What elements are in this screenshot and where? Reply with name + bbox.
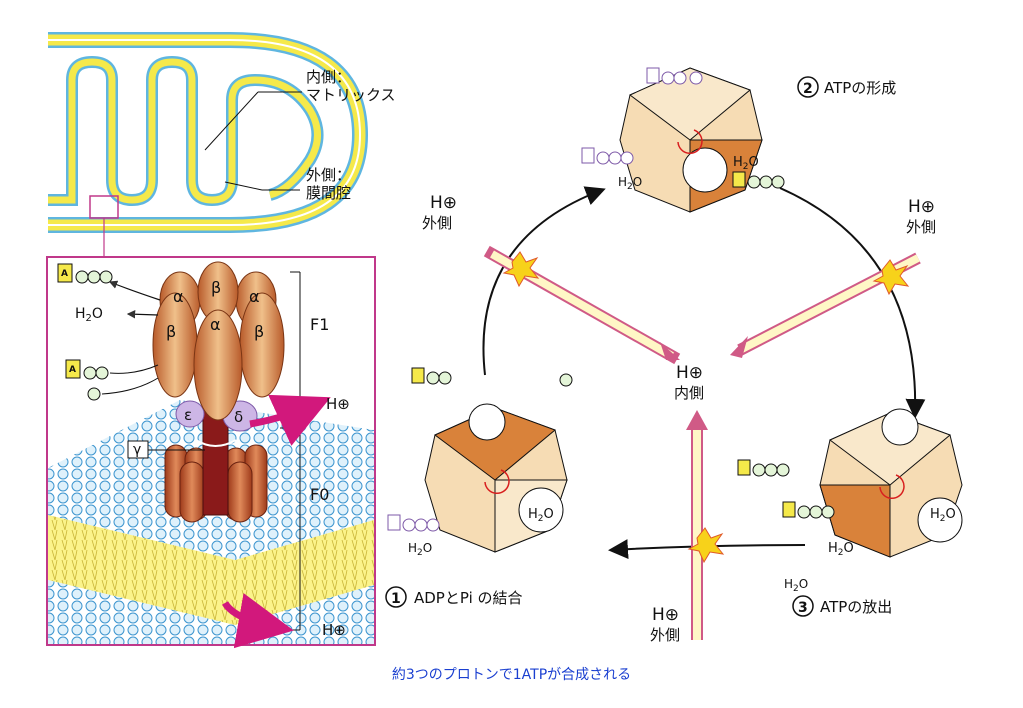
gamma-label: γ xyxy=(133,442,141,458)
state2-atp-bound xyxy=(732,171,785,189)
inner-label-1: 内側： xyxy=(306,68,351,86)
cycle-h-bottom: H⊕ xyxy=(652,605,679,625)
alpha-center: α xyxy=(210,315,221,334)
cycle-h-center: H⊕ xyxy=(676,363,703,383)
svg-text:ATPの放出: ATPの放出 xyxy=(820,598,892,616)
cycle-h-bottom-label: 外側 xyxy=(650,626,680,644)
panel-h2o: H2O xyxy=(75,306,103,324)
state1-h2o: H2O xyxy=(528,507,554,524)
outer-label-2: 膜間腔 xyxy=(306,184,351,202)
state1-h2o-free: H2O xyxy=(408,541,432,558)
state2-h2o-free: H2O xyxy=(618,175,642,192)
svg-text:3: 3 xyxy=(798,600,808,616)
state2-adp-in xyxy=(646,67,703,85)
step-2-label: 2 ATPの形成 xyxy=(797,76,896,98)
f1-label: F1 xyxy=(310,315,329,334)
svg-text:ATPの形成: ATPの形成 xyxy=(824,79,896,97)
state3-atp-out xyxy=(737,459,835,519)
svg-text:ADPとPi の結合: ADPとPi の結合 xyxy=(414,589,523,607)
panel-h-plus-bottom: H⊕ xyxy=(322,621,346,639)
cycle-h-left-label: 外側 xyxy=(422,214,452,232)
alpha-left: α xyxy=(173,287,184,306)
step-1-label: 1 ADPとPi の結合 xyxy=(385,586,523,608)
panel-adp: A xyxy=(65,359,109,401)
panel-atp: A xyxy=(57,263,113,284)
state1-adp-in xyxy=(411,367,573,387)
enzyme-state-3 xyxy=(819,408,963,558)
svg-text:A: A xyxy=(61,269,68,279)
delta-label: δ xyxy=(234,408,243,426)
svg-text:2: 2 xyxy=(803,81,813,97)
state2-h2o: H2O xyxy=(733,155,759,172)
state3-h2o-free: H2O xyxy=(828,541,854,558)
panel-h-plus-top: H⊕ xyxy=(326,395,350,413)
cycle-h-right-label: 外側 xyxy=(906,218,936,236)
state1-atp-out xyxy=(387,514,440,532)
f1-head xyxy=(152,261,285,421)
cycle-arrow-right xyxy=(779,187,926,419)
cycle-h-left: H⊕ xyxy=(430,193,457,213)
state2-atp-out xyxy=(581,147,634,165)
cycle-h-center-label: 内側 xyxy=(674,384,704,402)
proton-arrows xyxy=(483,245,921,640)
alpha-right: α xyxy=(249,287,260,306)
state3-h2o-out: H2O xyxy=(784,577,808,594)
gamma-stalk xyxy=(202,404,229,516)
mitochondrion xyxy=(48,32,369,233)
beta-right: β xyxy=(254,322,264,341)
beta-top: β xyxy=(211,278,221,297)
enzyme-state-2 xyxy=(619,67,763,213)
svg-text:1: 1 xyxy=(391,591,401,607)
outer-label-1: 外側： xyxy=(306,166,351,184)
inner-label-2: マトリックス xyxy=(306,86,396,104)
svg-text:A: A xyxy=(69,365,76,375)
enzyme-state-1 xyxy=(424,403,568,553)
f0-ring xyxy=(164,444,268,523)
beta-left: β xyxy=(166,322,176,341)
step-3-label: 3 ATPの放出 xyxy=(792,595,892,617)
epsilon-label: ε xyxy=(184,406,192,424)
caption: 約3つのプロトンで1ATPが合成される xyxy=(391,667,632,683)
state3-h2o: H2O xyxy=(930,507,956,524)
epsilon-subunit xyxy=(175,400,205,428)
cycle-h-right: H⊕ xyxy=(908,197,935,217)
f0-label: F0 xyxy=(310,485,329,504)
